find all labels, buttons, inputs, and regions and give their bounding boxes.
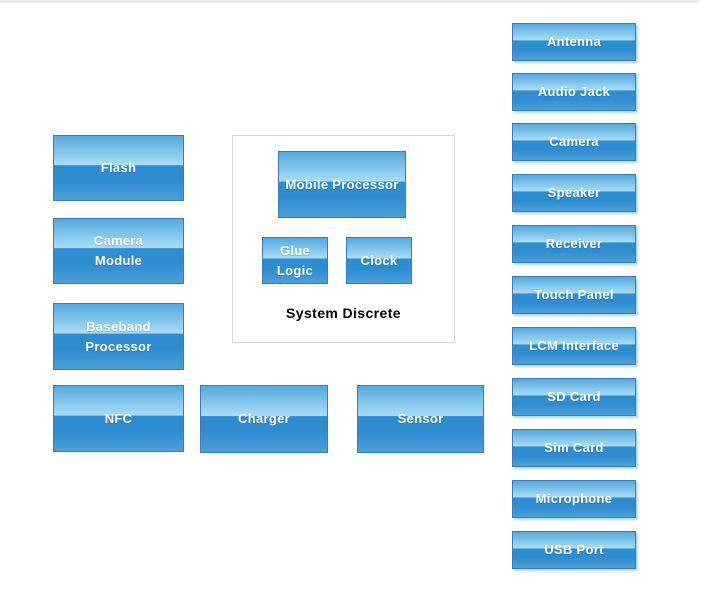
box-sensor-label: Sensor xyxy=(397,411,444,426)
box-audio-jack-label: Audio Jack xyxy=(537,84,611,99)
box-lcm-interface[interactable]: LCM Interface xyxy=(512,327,636,365)
box-mobile-processor-label: Mobile Processor xyxy=(285,176,399,192)
box-lcm-interface-label: LCM Interface xyxy=(529,338,619,353)
box-speaker[interactable]: Speaker xyxy=(512,174,636,212)
box-sim-card-label: Sim Card xyxy=(544,440,604,455)
box-clock-label: Clock xyxy=(360,252,398,268)
box-receiver-label: Receiver xyxy=(545,236,603,251)
box-microphone-label: Microphone xyxy=(535,491,613,506)
box-touch-panel[interactable]: Touch Panel xyxy=(512,276,636,314)
box-antenna[interactable]: Antenna xyxy=(512,23,636,61)
box-usb-port-label: USB Port xyxy=(544,542,604,557)
box-sensor[interactable]: Sensor xyxy=(357,385,484,453)
box-sim-card[interactable]: Sim Card xyxy=(512,429,636,467)
box-camera-module[interactable]: Camera Module xyxy=(53,218,184,284)
box-glue-logic-label: Glue Logic xyxy=(276,242,314,278)
box-mobile-processor[interactable]: Mobile Processor xyxy=(278,151,406,218)
box-flash[interactable]: Flash xyxy=(53,135,184,201)
box-antenna-label: Antenna xyxy=(546,34,602,49)
box-baseband-processor-label: Baseband Processor xyxy=(85,318,152,354)
box-charger[interactable]: Charger xyxy=(200,385,328,453)
box-sd-card[interactable]: SD Card xyxy=(512,378,636,416)
system-discrete-group: Mobile Processor Glue Logic Clock System… xyxy=(232,135,455,343)
box-sd-card-label: SD Card xyxy=(547,389,601,404)
box-baseband-processor[interactable]: Baseband Processor xyxy=(53,303,184,370)
box-camera-label: Camera xyxy=(549,134,599,149)
box-camera-module-label: Camera Module xyxy=(93,233,144,268)
box-touch-panel-label: Touch Panel xyxy=(534,287,614,302)
box-microphone[interactable]: Microphone xyxy=(512,480,636,518)
system-discrete-caption: System Discrete xyxy=(286,305,401,321)
box-usb-port[interactable]: USB Port xyxy=(512,531,636,569)
box-nfc-label: NFC xyxy=(104,410,133,426)
box-charger-label: Charger xyxy=(238,411,290,426)
box-clock[interactable]: Clock xyxy=(346,237,412,284)
box-audio-jack[interactable]: Audio Jack xyxy=(512,73,636,111)
box-glue-logic[interactable]: Glue Logic xyxy=(262,237,328,284)
top-edge-strip xyxy=(0,0,699,3)
box-speaker-label: Speaker xyxy=(547,185,601,200)
box-nfc[interactable]: NFC xyxy=(53,385,184,452)
box-camera[interactable]: Camera xyxy=(512,123,636,161)
box-receiver[interactable]: Receiver xyxy=(512,225,636,263)
box-flash-label: Flash xyxy=(100,160,137,175)
